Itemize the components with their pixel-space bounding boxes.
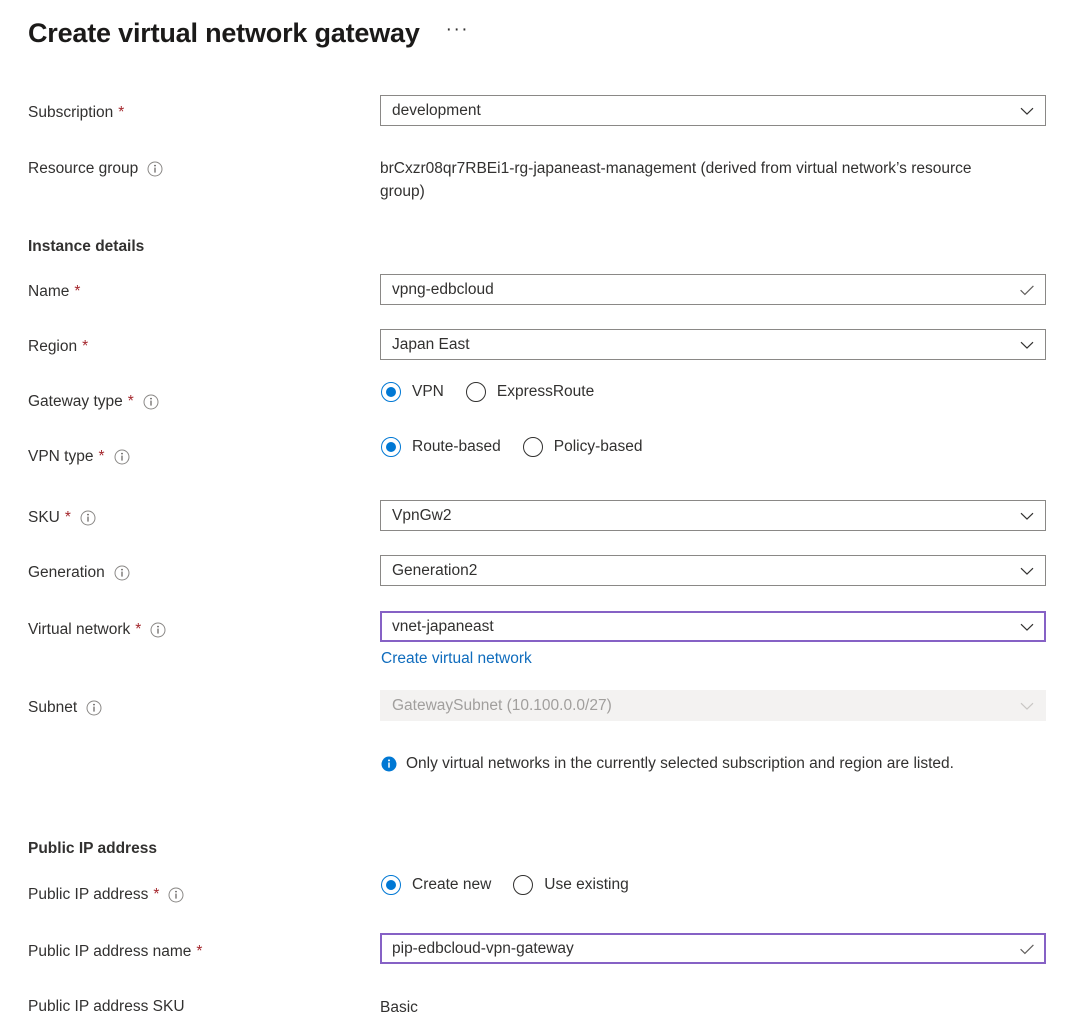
required-asterisk: * bbox=[118, 104, 125, 121]
public-ip-address-radio-group: Create new Use existing bbox=[381, 875, 629, 895]
info-message-text: Only virtual networks in the currently s… bbox=[406, 755, 954, 772]
gateway-type-radio-group: VPN ExpressRoute bbox=[381, 382, 594, 402]
required-asterisk: * bbox=[98, 448, 105, 465]
region-dropdown[interactable]: Japan East bbox=[380, 329, 1046, 360]
name-label-text: Name bbox=[28, 283, 70, 300]
public-ip-address-sku-label-text: Public IP address SKU bbox=[28, 998, 185, 1015]
section-title-instance-details: Instance details bbox=[28, 238, 145, 255]
generation-label: Generation bbox=[28, 563, 130, 583]
info-icon[interactable] bbox=[114, 449, 130, 465]
subscription-label: Subscription * bbox=[28, 103, 124, 123]
virtual-network-info-message: Only virtual networks in the currently s… bbox=[381, 752, 1021, 776]
radio-unselected-icon bbox=[522, 437, 543, 457]
name-value: vpng-edbcloud bbox=[392, 280, 494, 298]
section-title-public-ip-address: Public IP address bbox=[28, 840, 157, 857]
vpn-type-option-policy-based[interactable]: Policy-based bbox=[522, 437, 643, 457]
subscription-dropdown[interactable]: development bbox=[380, 95, 1046, 126]
resource-group-value: brCxzr08qr7RBEi1-rg-japaneast-management… bbox=[380, 160, 972, 200]
page-header: Create virtual network gateway ··· bbox=[28, 14, 473, 52]
info-icon[interactable] bbox=[80, 510, 96, 526]
public-ip-address-sku-value: Basic bbox=[380, 999, 418, 1016]
gateway-type-option-label: VPN bbox=[412, 383, 444, 400]
required-asterisk: * bbox=[74, 283, 81, 300]
info-icon[interactable] bbox=[168, 887, 184, 903]
public-ip-option-use-existing[interactable]: Use existing bbox=[513, 875, 629, 895]
public-ip-option-label: Create new bbox=[412, 876, 492, 893]
vpn-type-label: VPN type * bbox=[28, 447, 130, 467]
vpn-type-option-label: Policy-based bbox=[553, 438, 643, 455]
required-asterisk: * bbox=[153, 886, 160, 903]
region-label: Region * bbox=[28, 337, 88, 357]
subscription-label-text: Subscription bbox=[28, 104, 114, 121]
subnet-label-text: Subnet bbox=[28, 699, 78, 716]
info-icon[interactable] bbox=[147, 161, 163, 177]
checkmark-icon bbox=[1019, 282, 1035, 298]
public-ip-address-sku-label: Public IP address SKU bbox=[28, 997, 185, 1017]
radio-unselected-icon bbox=[513, 875, 534, 895]
chevron-down-icon bbox=[1019, 508, 1035, 524]
virtual-network-label: Virtual network * bbox=[28, 620, 166, 640]
info-icon[interactable] bbox=[86, 700, 102, 716]
public-ip-address-label: Public IP address * bbox=[28, 885, 184, 905]
public-ip-address-name-value: pip-edbcloud-vpn-gateway bbox=[392, 939, 574, 957]
radio-unselected-icon bbox=[465, 382, 486, 402]
vpn-type-option-route-based[interactable]: Route-based bbox=[381, 437, 501, 457]
chevron-down-icon bbox=[1019, 563, 1035, 579]
info-icon[interactable] bbox=[143, 394, 159, 410]
name-input[interactable]: vpng-edbcloud bbox=[380, 274, 1046, 305]
gateway-type-label-text: Gateway type bbox=[28, 393, 123, 410]
generation-dropdown[interactable]: Generation2 bbox=[380, 555, 1046, 586]
chevron-down-icon bbox=[1019, 698, 1035, 714]
public-ip-address-name-label: Public IP address name * bbox=[28, 942, 202, 962]
sku-label: SKU * bbox=[28, 508, 96, 528]
more-options-icon[interactable]: ··· bbox=[445, 19, 470, 40]
generation-value: Generation2 bbox=[392, 561, 478, 579]
virtual-network-dropdown[interactable]: vnet-japaneast bbox=[380, 611, 1046, 642]
required-asterisk: * bbox=[82, 338, 89, 355]
checkmark-icon bbox=[1019, 941, 1035, 957]
required-asterisk: * bbox=[196, 943, 203, 960]
public-ip-address-label-text: Public IP address bbox=[28, 886, 149, 903]
gateway-type-option-expressroute[interactable]: ExpressRoute bbox=[465, 382, 595, 402]
radio-selected-icon bbox=[381, 437, 401, 457]
public-ip-option-create-new[interactable]: Create new bbox=[381, 875, 491, 895]
gateway-type-option-vpn[interactable]: VPN bbox=[381, 382, 444, 402]
public-ip-option-label: Use existing bbox=[544, 876, 629, 893]
name-label: Name * bbox=[28, 282, 80, 302]
generation-label-text: Generation bbox=[28, 564, 105, 581]
public-ip-address-name-label-text: Public IP address name bbox=[28, 943, 192, 960]
region-label-text: Region bbox=[28, 338, 78, 355]
vpn-type-radio-group: Route-based Policy-based bbox=[381, 437, 643, 457]
required-asterisk: * bbox=[64, 509, 71, 526]
sku-label-text: SKU bbox=[28, 509, 60, 526]
subnet-label: Subnet bbox=[28, 698, 102, 718]
required-asterisk: * bbox=[135, 621, 142, 638]
chevron-down-icon bbox=[1019, 619, 1035, 635]
vpn-type-option-label: Route-based bbox=[412, 438, 501, 455]
virtual-network-value: vnet-japaneast bbox=[392, 617, 494, 635]
radio-selected-icon bbox=[381, 382, 401, 402]
chevron-down-icon bbox=[1019, 337, 1035, 353]
virtual-network-label-text: Virtual network bbox=[28, 621, 131, 638]
subnet-value: GatewaySubnet (10.100.0.0/27) bbox=[392, 696, 612, 714]
vpn-type-label-text: VPN type bbox=[28, 448, 94, 465]
radio-selected-icon bbox=[381, 875, 401, 895]
subnet-dropdown: GatewaySubnet (10.100.0.0/27) bbox=[380, 690, 1046, 721]
page-title: Create virtual network gateway bbox=[28, 18, 420, 48]
resource-group-label-text: Resource group bbox=[28, 160, 139, 177]
region-value: Japan East bbox=[392, 335, 470, 353]
resource-group-label: Resource group bbox=[28, 159, 163, 179]
create-virtual-network-link[interactable]: Create virtual network bbox=[381, 650, 532, 667]
sku-dropdown[interactable]: VpnGw2 bbox=[380, 500, 1046, 531]
subscription-value: development bbox=[392, 101, 481, 119]
public-ip-address-name-input[interactable]: pip-edbcloud-vpn-gateway bbox=[380, 933, 1046, 964]
required-asterisk: * bbox=[127, 393, 134, 410]
info-filled-icon bbox=[381, 756, 397, 772]
gateway-type-option-label: ExpressRoute bbox=[496, 383, 595, 400]
sku-value: VpnGw2 bbox=[392, 506, 452, 524]
info-icon[interactable] bbox=[114, 565, 130, 581]
info-icon[interactable] bbox=[150, 622, 166, 638]
chevron-down-icon bbox=[1019, 103, 1035, 119]
gateway-type-label: Gateway type * bbox=[28, 392, 159, 412]
